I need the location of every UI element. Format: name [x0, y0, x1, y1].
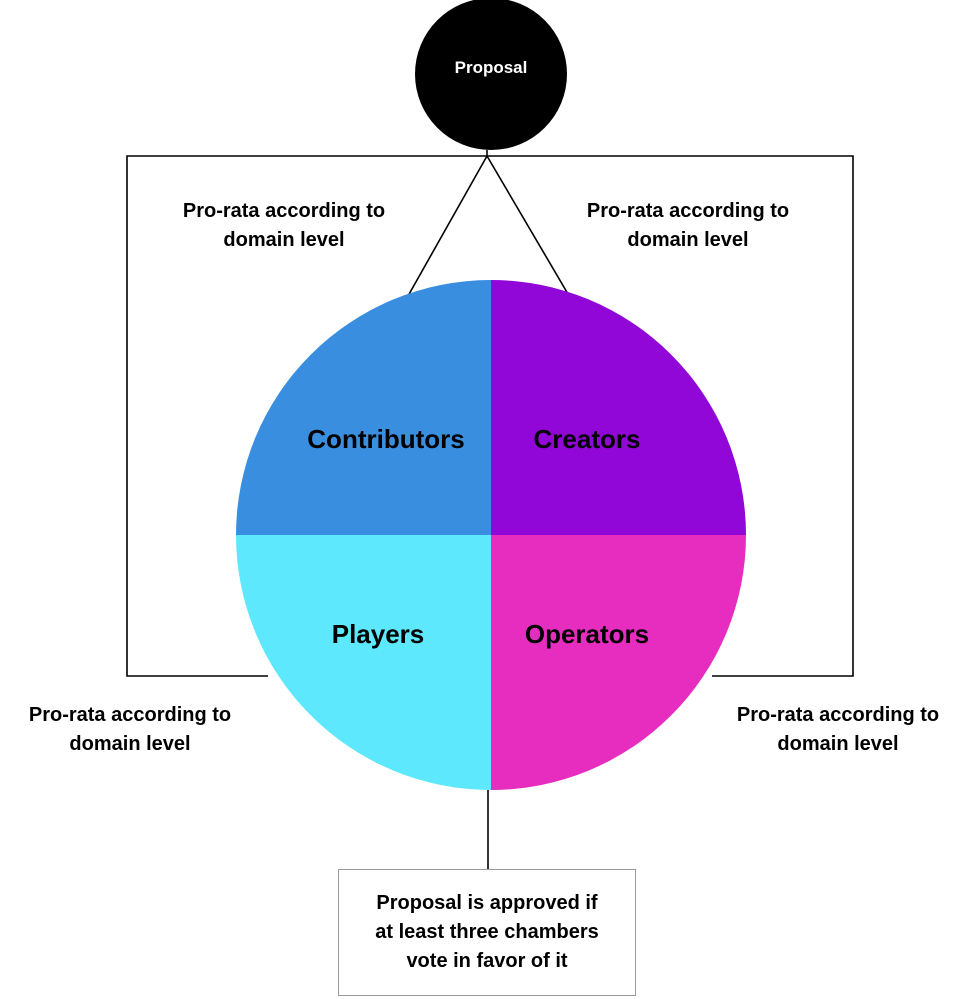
approval-rule-box: Proposal is approved if at least three c… [338, 869, 636, 996]
right-bracket-line [487, 155, 854, 677]
operators-label: Operators [524, 619, 650, 649]
pro-rata-label-bottom-left: Pro-rata according to domain level [28, 704, 232, 755]
operators-quadrant [491, 535, 746, 790]
creators-label: Creators [533, 424, 641, 454]
pro-rata-label-top-right: Pro-rata according to domain level [586, 200, 790, 251]
creators-quadrant [491, 280, 746, 535]
proposal-node [415, 0, 567, 150]
connector-left-diagonal [407, 155, 488, 297]
connector-right-diagonal [486, 155, 569, 295]
players-label: Players [331, 619, 425, 649]
pro-rata-label-top-left: Pro-rata according to domain level [182, 200, 386, 251]
approval-rule-text: Proposal is approved if at least three c… [375, 892, 599, 972]
left-bracket-line [126, 155, 487, 677]
contributors-quadrant [236, 280, 491, 535]
pro-rata-label-bottom-right: Pro-rata according to domain level [736, 704, 940, 755]
players-quadrant [236, 535, 491, 790]
proposal-label: Proposal [454, 58, 528, 77]
contributors-label: Contributors [307, 424, 465, 454]
